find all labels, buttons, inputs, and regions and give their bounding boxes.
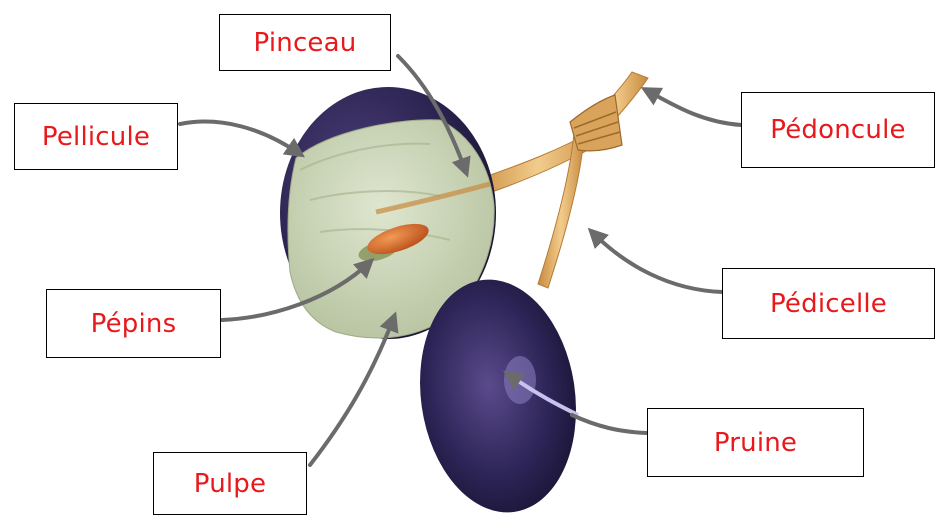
label-pepins-text: Pépins — [91, 309, 177, 339]
label-pedicelle-text: Pédicelle — [770, 289, 887, 319]
label-pedoncule: Pédoncule — [741, 92, 935, 168]
arrow-pulpe — [310, 317, 394, 465]
label-pruine: Pruine — [647, 408, 864, 477]
arrow-pedoncule — [646, 90, 741, 125]
label-pulpe-text: Pulpe — [194, 469, 266, 499]
label-pellicule: Pellicule — [14, 103, 178, 170]
label-pedoncule-text: Pédoncule — [770, 115, 905, 145]
label-pepins: Pépins — [46, 289, 221, 358]
label-pinceau-text: Pinceau — [254, 28, 357, 58]
arrow-pellicule — [180, 122, 300, 154]
label-pulpe: Pulpe — [153, 452, 307, 515]
arrow-pedicelle — [592, 232, 722, 292]
label-pinceau: Pinceau — [219, 14, 391, 71]
label-pruine-text: Pruine — [714, 428, 797, 458]
arrow-pruine — [572, 415, 647, 433]
label-pedicelle: Pédicelle — [722, 268, 935, 339]
label-pellicule-text: Pellicule — [42, 122, 150, 152]
